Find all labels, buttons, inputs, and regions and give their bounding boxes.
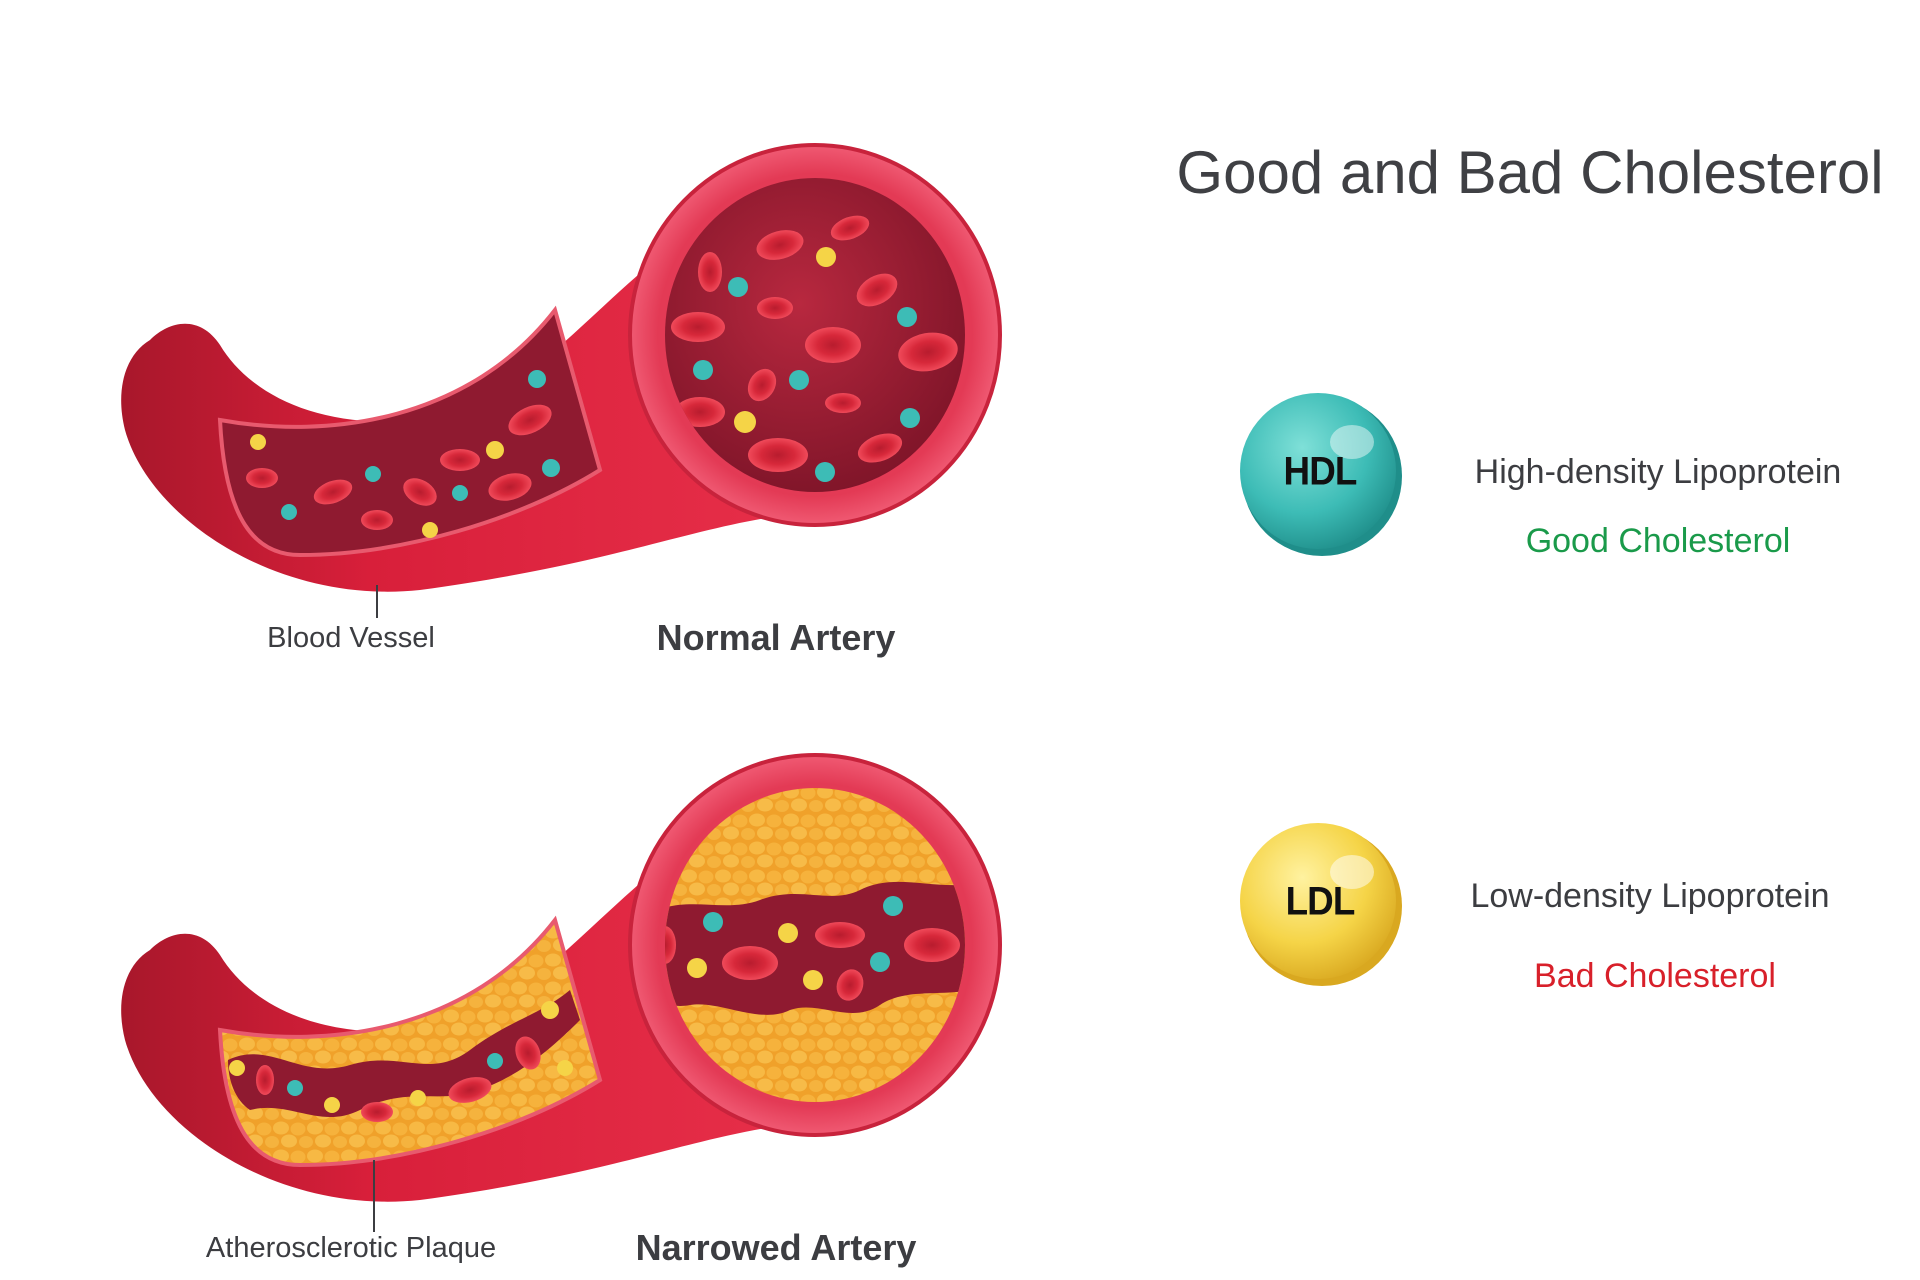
narrowed-cross-channel [665,880,965,1015]
ldl-name: Low-density Lipoprotein [1470,877,1830,915]
hdl-name: High-density Lipoprotein [1474,453,1842,491]
normal-artery-illustration [121,143,1002,618]
hdl-badge-text: HDL [1283,449,1358,494]
normal-side-cells [246,370,560,538]
hdl-type: Good Cholesterol [1525,522,1791,560]
ldl-sphere [1240,823,1402,986]
narrowed-artery-illustration [121,753,1002,1232]
normal-artery-label: Normal Artery [656,617,896,658]
narrowed-artery-side-channel [228,990,580,1118]
ldl-type: Bad Cholesterol [1534,957,1776,995]
narrowed-artery-label: Narrowed Artery [635,1227,917,1268]
hdl-sphere [1240,393,1402,556]
blood-vessel-label: Blood Vessel [267,622,435,654]
normal-cross-cells [671,215,958,482]
plaque-label: Atherosclerotic Plaque [205,1232,497,1264]
ldl-badge-text: LDL [1285,879,1356,924]
page-title: Good and Bad Cholesterol [1176,139,1884,206]
narrowed-side-cells [229,1001,573,1122]
